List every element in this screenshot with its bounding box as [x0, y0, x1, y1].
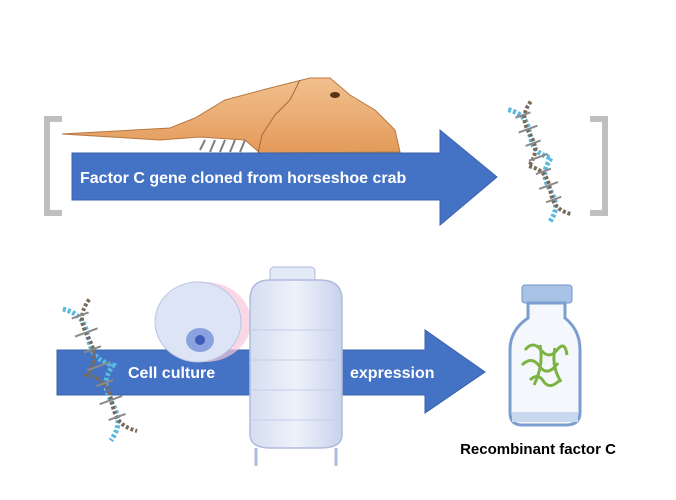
right-bracket: [590, 116, 608, 216]
top-arrow-label: Factor C gene cloned from horseshoe crab: [80, 170, 407, 187]
cell-culture-label: Cell culture: [128, 365, 215, 382]
protein-vial-icon: [508, 284, 582, 427]
expression-label: expression: [350, 365, 434, 382]
protein-structure-icon: [520, 343, 569, 387]
left-bracket: [44, 116, 62, 216]
dna-helix-icon: [507, 100, 573, 224]
dna-helix-icon: [62, 298, 138, 443]
horseshoe-crab-icon: [61, 77, 401, 154]
bioreactor-tank-icon: [249, 266, 343, 466]
cell-culture-dish-icon: [154, 281, 251, 363]
top-arrow: [71, 128, 498, 227]
recombinant-factor-c-label: Recombinant factor C: [460, 441, 616, 458]
